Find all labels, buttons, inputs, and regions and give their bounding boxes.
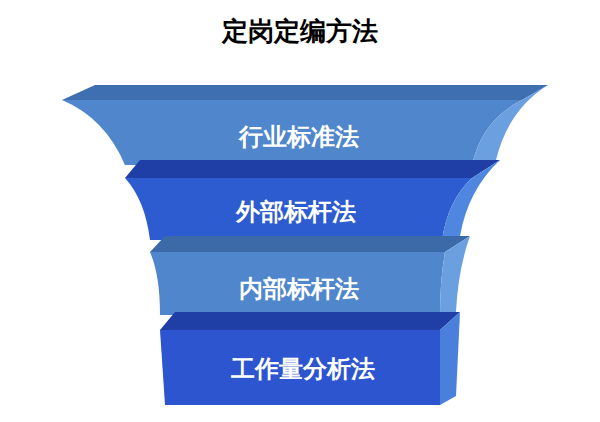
band-face xyxy=(125,160,500,178)
band-label: 工作量分析法 xyxy=(231,353,375,385)
band-face xyxy=(150,236,470,252)
band-face xyxy=(150,252,445,315)
band-face xyxy=(440,236,470,315)
band-face xyxy=(125,178,472,240)
band-face xyxy=(472,85,548,165)
diagram-title: 定岗定编方法 xyxy=(0,14,600,49)
funnel-band: 工作量分析法 xyxy=(165,336,440,402)
band-label: 外部标杆法 xyxy=(236,196,356,228)
band-face xyxy=(160,312,460,330)
band-face xyxy=(62,85,548,100)
band-face xyxy=(160,330,440,405)
funnel-band: 外部标杆法 xyxy=(150,184,442,240)
band-face xyxy=(442,160,500,240)
funnel-band: 行业标准法 xyxy=(125,108,472,165)
band-face xyxy=(440,312,460,405)
funnel-band: 内部标杆法 xyxy=(158,262,440,315)
band-face xyxy=(62,100,522,165)
band-label: 行业标准法 xyxy=(239,121,359,153)
band-label: 内部标杆法 xyxy=(239,273,359,305)
